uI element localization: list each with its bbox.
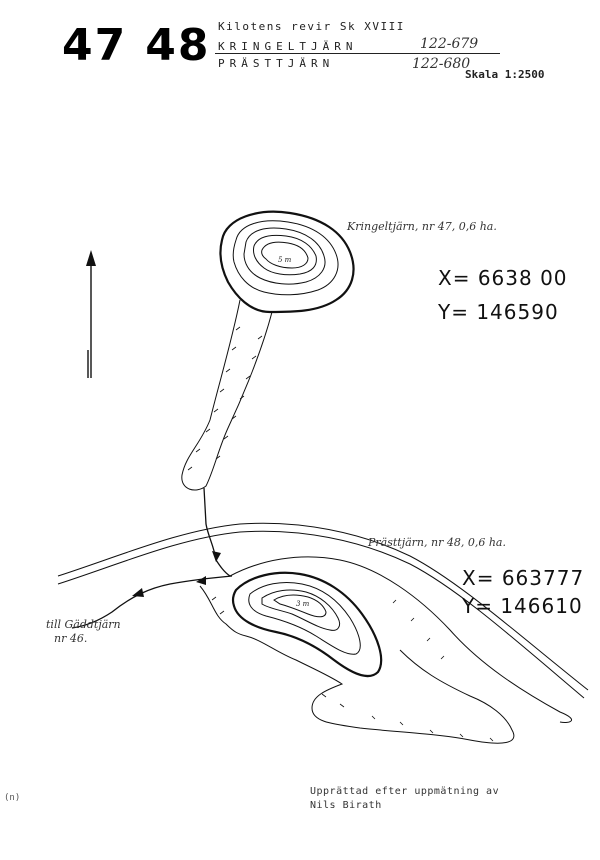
kringeltjarn-depth-label: 5 m — [278, 256, 292, 264]
footer-surveyed-by: Upprättad efter uppmätning av — [310, 786, 500, 797]
reference-number-1: 122-679 — [420, 36, 479, 52]
prasttjarn-depth-label: 3 m — [296, 600, 310, 608]
north-arrow-icon — [86, 250, 96, 378]
prasttjarn-basin — [199, 556, 572, 744]
sheet-number-48: 48 — [145, 20, 211, 71]
lake-name-kringeltjarn: KRINGELTJÄRN — [218, 40, 358, 53]
lake-name-prasttjarn: PRÄSTTJÄRN — [218, 57, 335, 70]
reference-number-2: 122-680 — [412, 56, 471, 72]
footer-surveyor-name: Nils Birath — [310, 800, 382, 811]
prasttjarn-label: Prästtjärn, nr 48, 0,6 ha. — [368, 536, 506, 549]
prasttjarn-lake — [231, 571, 383, 678]
stream — [203, 487, 231, 577]
bog-strip — [181, 299, 273, 491]
prasttjarn-y-coordinate: Y= 146610 — [462, 594, 583, 618]
revir-title: Kilotens revir Sk XVIII — [218, 20, 405, 33]
header-rule — [215, 53, 500, 54]
sheet-number-47: 47 — [62, 20, 128, 71]
scale-label: Skala 1:2500 — [465, 68, 545, 81]
kringeltjarn-lake — [219, 210, 355, 314]
road — [57, 522, 589, 699]
outflow-label-line-2: nr 46. — [54, 632, 88, 645]
prasttjarn-x-coordinate: X= 663777 — [462, 566, 585, 590]
sheet-number: 47 48 — [62, 20, 228, 71]
outflow-label-line-1: till Gäddtjärn — [46, 618, 121, 631]
margin-mark: (n) — [4, 793, 21, 803]
outflow-stream — [71, 575, 233, 629]
kringeltjarn-x-coordinate: X= 6638 00 — [438, 266, 568, 290]
kringeltjarn-label: Kringeltjärn, nr 47, 0,6 ha. — [347, 220, 497, 233]
kringeltjarn-y-coordinate: Y= 146590 — [438, 300, 559, 324]
